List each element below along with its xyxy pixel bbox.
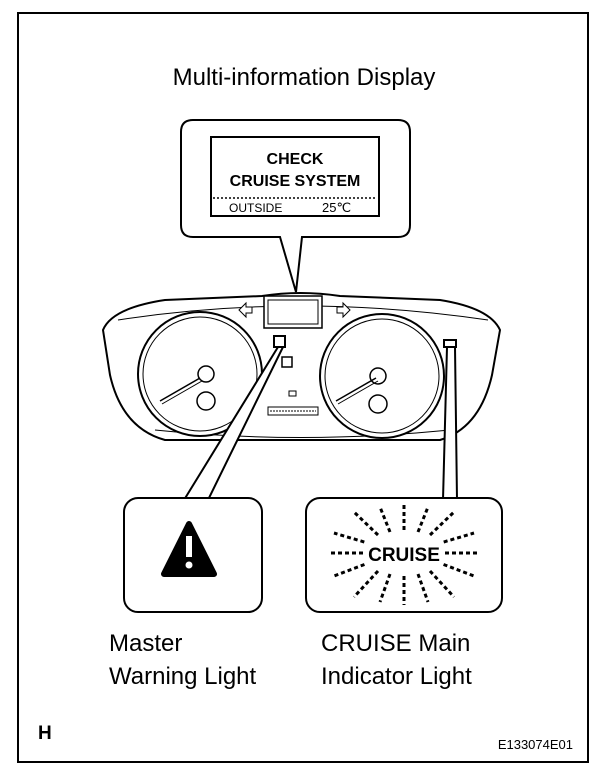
cluster-display-inner: [267, 299, 319, 325]
center-lamp-2: [281, 356, 293, 368]
cruise-main-label-line2: Indicator Light: [321, 663, 472, 690]
right-gauge-needle2: [337, 380, 379, 405]
right-gauge-hub: [369, 367, 387, 385]
left-gauge-needle: [159, 377, 201, 402]
master-warning-label-line1: Master: [109, 630, 183, 657]
master-warning-label-line2: Warning Light: [109, 663, 257, 690]
cruise-glow-rays-icon: [330, 504, 480, 605]
left-subgauge: [196, 391, 216, 411]
center-lamp-3: [288, 390, 297, 397]
right-gauge-needle: [335, 377, 377, 402]
figure-frame: [17, 12, 589, 763]
warning-triangle-icon: [161, 521, 217, 577]
cruise-main-lamp: [443, 339, 457, 348]
cruise-main-label-line1: CRUISE Main: [321, 630, 471, 657]
left-gauge-hub: [197, 365, 215, 383]
display-outside-label: OUTSIDE: [229, 201, 282, 215]
left-turn-arrow-icon: [238, 301, 253, 319]
left-gauge-needle2: [161, 380, 203, 405]
display-screen: [210, 136, 380, 217]
cruise-indicator-text: CRUISE: [368, 545, 440, 566]
right-turn-arrow-icon: [336, 301, 351, 319]
cruise-main-label: CRUISE Main Indicator Light: [321, 627, 472, 693]
master-warning-label: Master Warning Light: [109, 627, 256, 693]
display-line1: CHECK: [267, 151, 324, 168]
diagram-title: Multi-information Display: [172, 64, 436, 91]
page-letter: H: [38, 723, 52, 744]
master-warning-lamp: [273, 335, 286, 348]
display-outside-temp: 25℃: [322, 200, 351, 215]
figure-code: E133074E01: [497, 737, 573, 752]
cruise-text-backdrop: [366, 540, 442, 566]
right-subgauge: [368, 394, 388, 414]
display-line2: CRUISE SYSTEM: [230, 173, 361, 190]
